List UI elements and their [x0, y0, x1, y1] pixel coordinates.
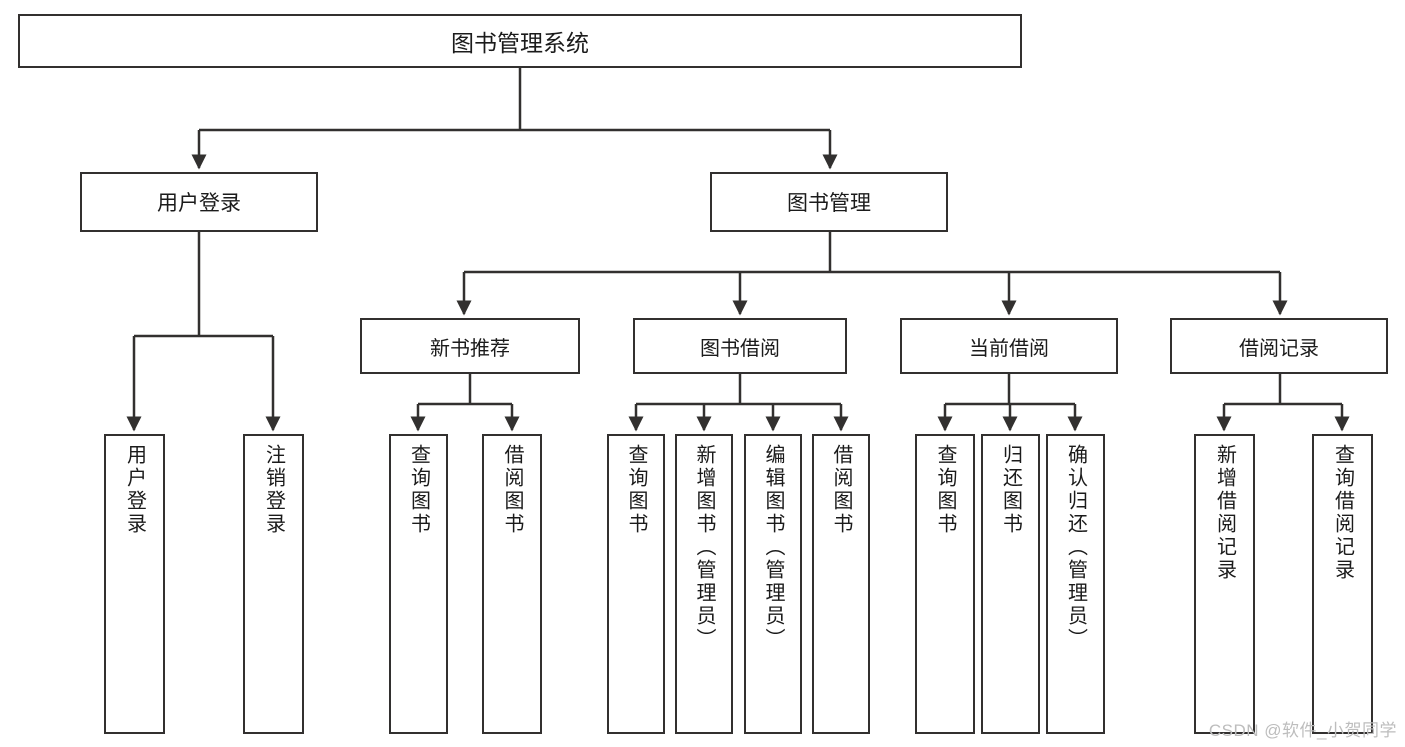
leaf-add-borrow-record[interactable]: 新增借阅记录	[1194, 434, 1255, 734]
leaf-logout[interactable]: 注销登录	[243, 434, 304, 734]
leaf-add-borrow-record-label: 新增借阅记录	[1213, 444, 1236, 582]
node-book-borrow[interactable]: 图书借阅	[633, 318, 847, 374]
node-user-login-label: 用户登录	[157, 192, 241, 215]
node-new-book-recommend[interactable]: 新书推荐	[360, 318, 580, 374]
node-current-borrow[interactable]: 当前借阅	[900, 318, 1118, 374]
node-borrow-record-label: 借阅记录	[1239, 337, 1319, 360]
watermark-text: CSDN @软件_小贺同学	[1208, 721, 1397, 740]
leaf-user-login[interactable]: 用户登录	[104, 434, 165, 734]
node-user-login[interactable]: 用户登录	[80, 172, 318, 232]
node-book-borrow-label: 图书借阅	[700, 337, 780, 360]
leaf-query-book-newbook-label: 查询图书	[407, 444, 430, 536]
leaf-return-book-label: 归还图书	[999, 444, 1022, 536]
node-book-management-label: 图书管理	[787, 192, 871, 215]
leaf-edit-book-admin-label: 编辑图书（管理员）	[762, 444, 784, 651]
leaf-query-borrow-record[interactable]: 查询借阅记录	[1312, 434, 1373, 734]
leaf-borrow-book-newbook[interactable]: 借阅图书	[482, 434, 542, 734]
node-current-borrow-label: 当前借阅	[969, 337, 1049, 360]
node-borrow-record[interactable]: 借阅记录	[1170, 318, 1388, 374]
leaf-return-book[interactable]: 归还图书	[981, 434, 1040, 734]
node-root-label: 图书管理系统	[451, 30, 589, 56]
leaf-query-borrow-record-label: 查询借阅记录	[1331, 444, 1354, 582]
leaf-borrow-book[interactable]: 借阅图书	[812, 434, 870, 734]
leaf-query-book-borrow[interactable]: 查询图书	[607, 434, 665, 734]
leaf-confirm-return-admin[interactable]: 确认归还（管理员）	[1046, 434, 1105, 734]
leaf-add-book-admin[interactable]: 新增图书（管理员）	[675, 434, 733, 734]
leaf-edit-book-admin[interactable]: 编辑图书（管理员）	[744, 434, 802, 734]
leaf-borrow-book-newbook-label: 借阅图书	[501, 444, 523, 536]
leaf-user-login-label: 用户登录	[123, 444, 146, 536]
leaf-query-book-borrow-label: 查询图书	[625, 444, 647, 536]
leaf-query-book-current[interactable]: 查询图书	[915, 434, 975, 734]
node-new-book-recommend-label: 新书推荐	[430, 337, 510, 360]
node-book-management[interactable]: 图书管理	[710, 172, 948, 232]
node-root[interactable]: 图书管理系统	[18, 14, 1022, 68]
leaf-confirm-return-admin-label: 确认归还（管理员）	[1064, 444, 1087, 651]
leaf-add-book-admin-label: 新增图书（管理员）	[693, 444, 715, 651]
leaf-query-book-current-label: 查询图书	[934, 444, 956, 536]
leaf-borrow-book-label: 借阅图书	[830, 444, 852, 536]
leaf-logout-label: 注销登录	[262, 444, 285, 536]
leaf-query-book-newbook[interactable]: 查询图书	[389, 434, 448, 734]
